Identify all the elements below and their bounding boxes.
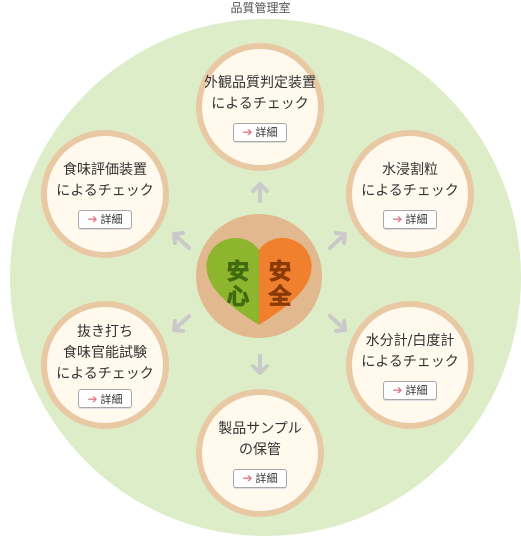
node-appearance-check: 外観品質判定装置 によるチェック ➔詳細 xyxy=(196,43,324,171)
detail-button-label: 詳細 xyxy=(405,384,428,397)
arrow-right-icon: ➔ xyxy=(242,125,253,139)
node-label: 食味評価装置 によるチェック xyxy=(56,161,154,199)
arrow-upright-icon xyxy=(328,231,347,250)
detail-button-label: 詳細 xyxy=(100,213,123,226)
arrow-downright-icon xyxy=(328,314,347,333)
arrow-downleft-icon xyxy=(172,314,191,333)
center-circle: 安 心 安 全 xyxy=(196,214,322,338)
detail-button-label: 詳細 xyxy=(255,126,278,139)
arrow-right-icon: ➔ xyxy=(87,391,98,406)
arrow-right-icon: ➔ xyxy=(242,471,253,485)
node-label: 水分計/白度計 によるチェック xyxy=(361,332,459,370)
arrow-upleft-icon xyxy=(172,231,191,250)
diagram-title: 品質管理室 xyxy=(230,1,291,15)
heart-right-char2: 全 xyxy=(268,284,292,310)
arrow-right-icon: ➔ xyxy=(392,383,403,397)
heart-right-char1: 安 xyxy=(269,259,291,285)
arrow-right-icon: ➔ xyxy=(87,212,98,226)
detail-button[interactable]: ➔詳細 xyxy=(383,209,437,229)
heart-left-char2: 心 xyxy=(227,285,249,310)
detail-button[interactable]: ➔詳細 xyxy=(383,380,437,400)
arrow-up-icon xyxy=(251,182,269,203)
heart-left-char1: 安 xyxy=(227,259,249,285)
detail-button-label: 詳細 xyxy=(405,213,428,226)
detail-button-label: 詳細 xyxy=(100,392,123,406)
detail-button[interactable]: ➔詳細 xyxy=(78,389,132,408)
node-moisture-whiteness-check: 水分計/白度計 によるチェック ➔詳細 xyxy=(346,301,474,429)
arrow-right-icon: ➔ xyxy=(392,212,403,226)
node-label: 抜き打ち 食味官能試験 によるチェック xyxy=(56,324,154,382)
detail-button[interactable]: ➔詳細 xyxy=(233,468,287,488)
detail-button[interactable]: ➔詳細 xyxy=(233,122,287,142)
node-product-sample-storage: 製品サンプル の保管 ➔詳細 xyxy=(196,389,324,517)
heart-icon: 安 心 安 全 xyxy=(206,238,312,325)
node-label: 外観品質判定装置 によるチェック xyxy=(204,74,316,112)
arrow-down-icon xyxy=(251,354,269,375)
node-label: 製品サンプル の保管 xyxy=(218,420,302,458)
node-taste-evaluation-check: 食味評価装置 によるチェック ➔詳細 xyxy=(41,130,169,258)
detail-button-label: 詳細 xyxy=(255,472,278,485)
node-label: 水浸割粒 によるチェック xyxy=(361,161,459,199)
node-water-immersion-check: 水浸割粒 によるチェック ➔詳細 xyxy=(346,130,474,258)
detail-button[interactable]: ➔詳細 xyxy=(78,209,132,229)
node-sensory-test: 抜き打ち 食味官能試験 によるチェック ➔詳細 xyxy=(41,301,169,429)
